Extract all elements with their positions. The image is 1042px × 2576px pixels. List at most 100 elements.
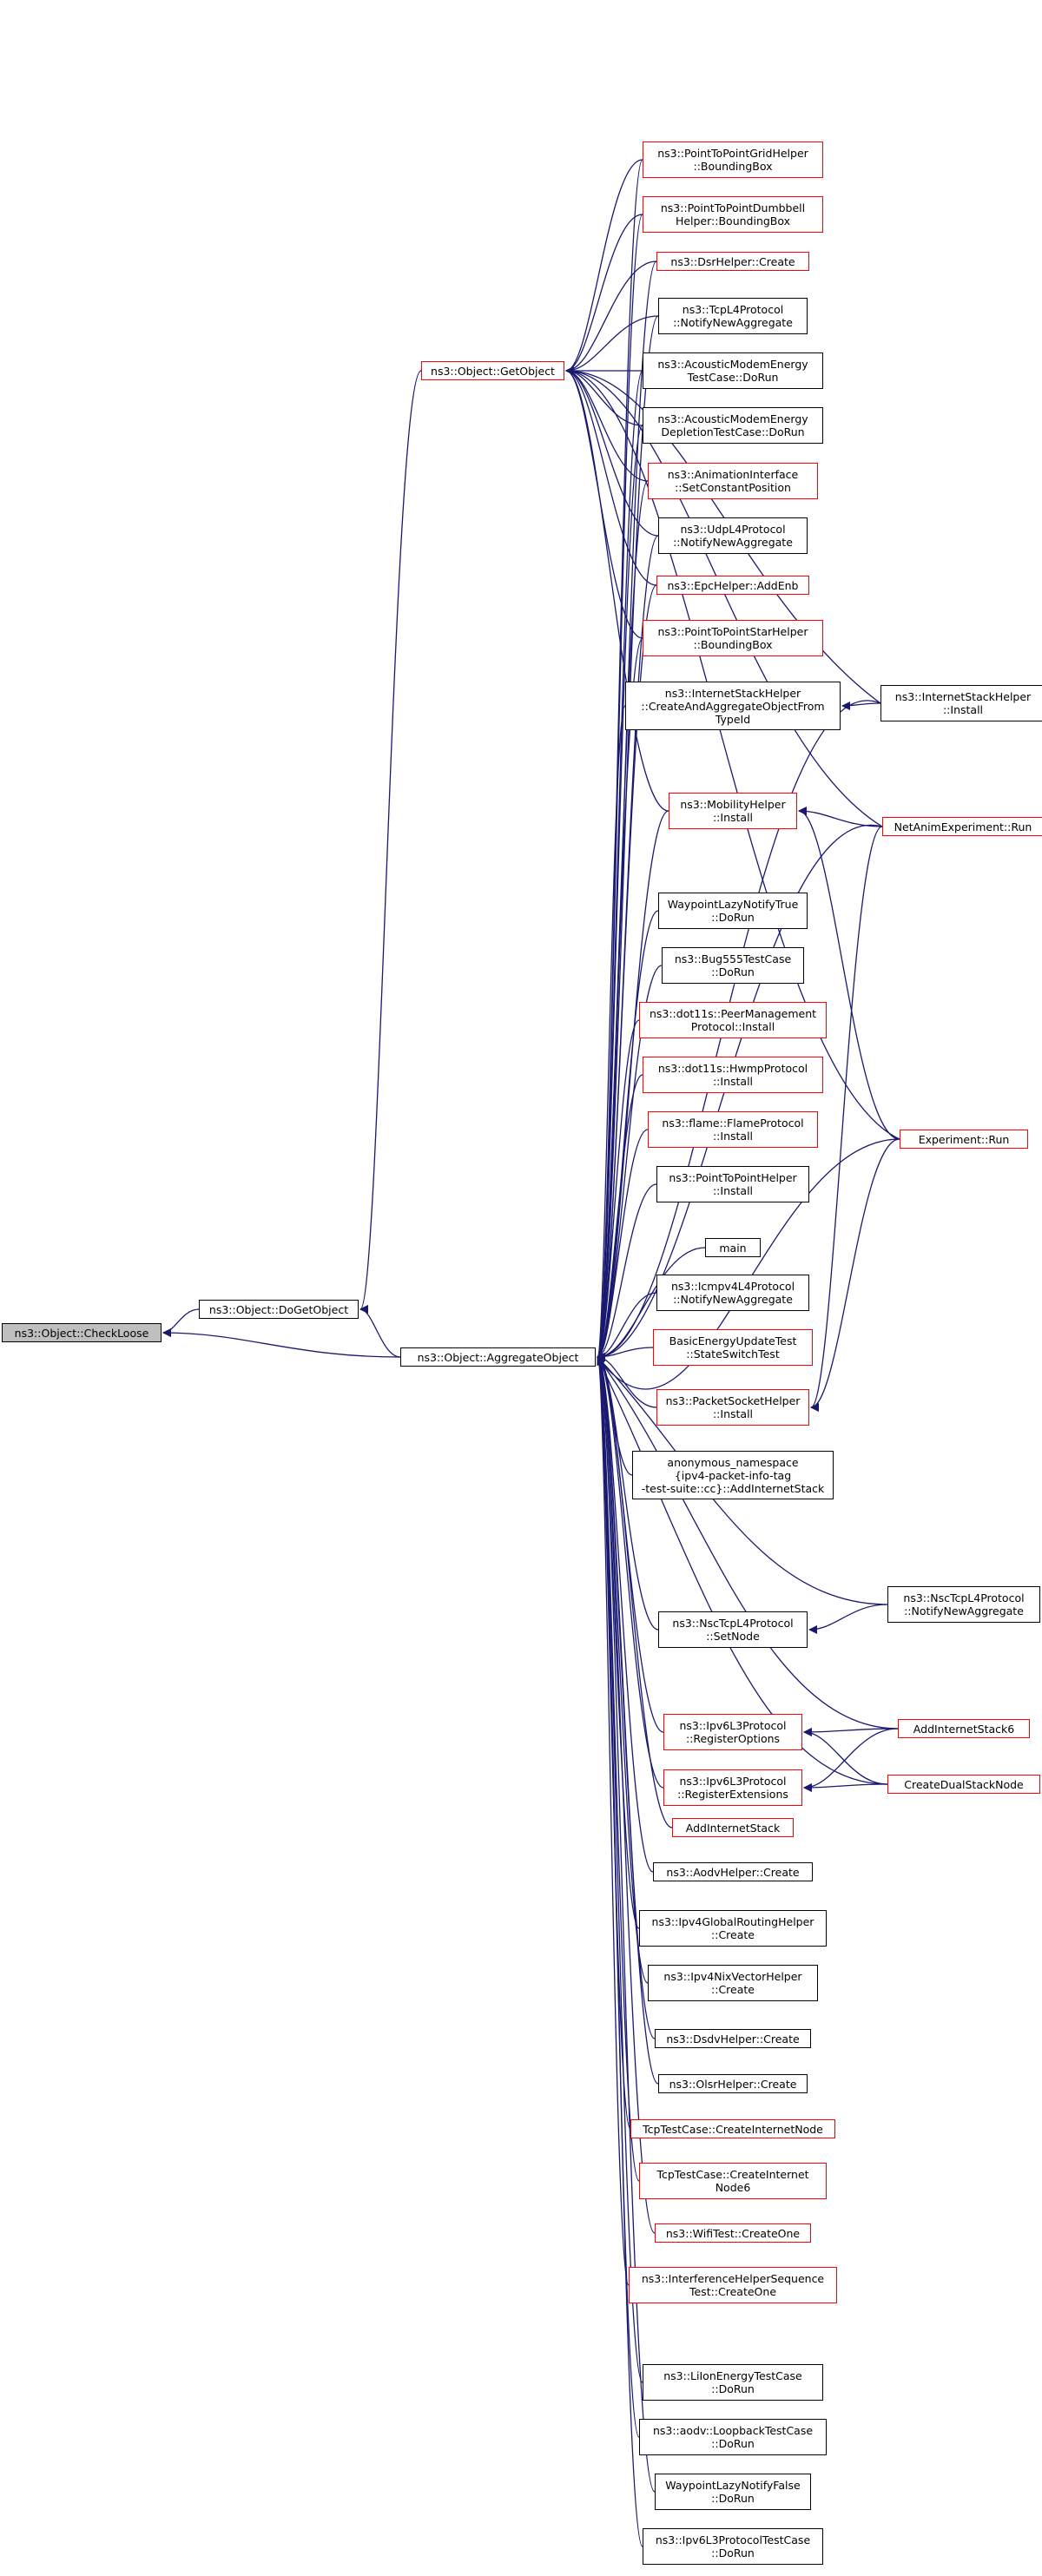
node-label-line: ns3::dot11s::PeerManagement (649, 1007, 817, 1020)
node-label-line: ::DoRun (711, 2382, 755, 2395)
edge-addinet6-to-ipv6options (803, 1727, 899, 1736)
node-addinetstack[interactable]: AddInternetStack (672, 1818, 794, 1837)
node-label-line: TestCase::DoRun (687, 371, 779, 384)
node-label-line: ns3::AcousticModemEnergy (657, 358, 808, 371)
node-hwmp[interactable]: ns3::dot11s::HwmpProtocol::Install (643, 1057, 823, 1093)
node-aodvhelper[interactable]: ns3::AodvHelper::Create (653, 1862, 813, 1881)
node-netanim[interactable]: NetAnimExperiment::Run (882, 817, 1042, 836)
node-label-line: AddInternetStack (685, 1821, 781, 1835)
node-label-line: NetAnimExperiment::Run (894, 820, 1032, 833)
node-label-line: ::NotifyNewAggregate (673, 536, 793, 549)
node-waypointtrue[interactable]: WaypointLazyNotifyTrue::DoRun (658, 893, 808, 929)
node-label-line: ns3::PointToPointHelper (669, 1171, 797, 1184)
edge-nsctcpnotify-to-aggregateobject (597, 1356, 888, 1605)
node-label-line: {ipv4-packet-info-tag (674, 1468, 792, 1482)
node-icmpv4[interactable]: ns3::Icmpv4L4Protocol::NotifyNewAggregat… (656, 1275, 809, 1311)
node-wifitest[interactable]: ns3::WifiTest::CreateOne (655, 2224, 811, 2243)
node-inetcreateagg[interactable]: ns3::InternetStackHelper::CreateAndAggre… (625, 682, 841, 730)
node-anonymous[interactable]: anonymous_namespace{ipv4-packet-info-tag… (632, 1451, 834, 1499)
node-label-line: ::StateSwitchTest (686, 1347, 780, 1360)
node-udpl4[interactable]: ns3::UdpL4Protocol::NotifyNewAggregate (658, 517, 808, 554)
node-label-line: Test::CreateOne (689, 2285, 777, 2298)
node-addinet6[interactable]: AddInternetStack6 (898, 1719, 1030, 1738)
node-label-line: ns3::Ipv6L3Protocol (679, 1719, 787, 1732)
node-packetsocket[interactable]: ns3::PacketSocketHelper::Install (656, 1389, 809, 1426)
edge-flame-to-aggregateobject (597, 1129, 649, 1361)
node-label-line: ::DoRun (711, 2437, 755, 2450)
node-label-line: ns3::Object::CheckLoose (14, 1326, 149, 1340)
node-olsr[interactable]: ns3::OlsrHelper::Create (658, 2074, 808, 2093)
node-nsctcpnotify[interactable]: ns3::NscTcpL4Protocol::NotifyNewAggregat… (887, 1586, 1040, 1623)
node-p2pgrid[interactable]: ns3::PointToPointGridHelper::BoundingBox (643, 142, 823, 178)
edge-dualstack-to-aggregateobject (597, 1356, 888, 1785)
edge-dualstack-to-ipv6ext (803, 1782, 888, 1792)
node-label-line: ns3::Icmpv4L4Protocol (670, 1280, 795, 1293)
node-label-line: TcpTestCase::CreateInternet (656, 2168, 809, 2181)
node-label-line: ns3::EpcHelper::AddEnb (667, 578, 799, 592)
node-label-line: ns3::AodvHelper::Create (666, 1865, 800, 1879)
node-mobility[interactable]: ns3::MobilityHelper::Install (669, 793, 797, 829)
node-main[interactable]: main (705, 1238, 761, 1257)
edge-hwmp-to-aggregateobject (597, 1074, 643, 1361)
node-label-line: ns3::Object::DoGetObject (208, 1302, 349, 1316)
node-label-line: ::Install (712, 1130, 754, 1143)
node-label-line: ns3::InterferenceHelperSequence (641, 2272, 825, 2285)
edge-acousticdepletion-to-aggregateobject (597, 425, 643, 1361)
node-dsrhelper[interactable]: ns3::DsrHelper::Create (656, 252, 809, 271)
node-label-line: ns3::aodv::LoopbackTestCase (652, 2424, 814, 2437)
node-nsctcpsetnode[interactable]: ns3::NscTcpL4Protocol::SetNode (658, 1611, 808, 1648)
node-basicenergy[interactable]: BasicEnergyUpdateTest::StateSwitchTest (653, 1329, 813, 1366)
node-label-line: ns3::PointToPointGridHelper (657, 147, 808, 160)
node-dsdv[interactable]: ns3::DsdvHelper::Create (655, 2029, 811, 2048)
node-dogetobject[interactable]: ns3::Object::DoGetObject (199, 1300, 359, 1319)
node-label-line: ::Install (942, 703, 984, 716)
node-bug555[interactable]: ns3::Bug555TestCase::DoRun (662, 947, 804, 984)
node-ipv4nix[interactable]: ns3::Ipv4NixVectorHelper::Create (648, 1965, 818, 2001)
node-ipv6options[interactable]: ns3::Ipv6L3Protocol::RegisterOptions (663, 1714, 802, 1750)
node-label-line: ::Create (711, 1983, 755, 1996)
node-tcpl4[interactable]: ns3::TcpL4Protocol::NotifyNewAggregate (658, 298, 808, 334)
edge-p2pstar-to-aggregateobject (597, 637, 643, 1361)
edge-epchelper-to-getobject (565, 366, 657, 586)
edge-tcpl4-to-getobject (565, 315, 659, 375)
node-p2pstar[interactable]: ns3::PointToPointStarHelper::BoundingBox (643, 620, 823, 656)
node-flame[interactable]: ns3::flame::FlameProtocol::Install (648, 1111, 818, 1148)
node-dualstack[interactable]: CreateDualStackNode (887, 1775, 1040, 1794)
node-label-line: ::Install (712, 1075, 754, 1088)
node-label-line: ns3::Bug555TestCase (674, 952, 792, 965)
node-experiment[interactable]: Experiment::Run (900, 1130, 1028, 1149)
node-label-line: main (719, 1241, 747, 1255)
node-label-line: ns3::DsdvHelper::Create (666, 2032, 800, 2046)
node-p2phelper[interactable]: ns3::PointToPointHelper::Install (656, 1166, 809, 1202)
node-inetinstall[interactable]: ns3::InternetStackHelper::Install (880, 685, 1042, 721)
node-ipv4global[interactable]: ns3::Ipv4GlobalRoutingHelper::Create (639, 1910, 827, 1947)
edge-udpl4-to-getobject (565, 366, 659, 537)
node-animiface[interactable]: ns3::AnimationInterface::SetConstantPosi… (648, 463, 818, 499)
node-epchelper[interactable]: ns3::EpcHelper::AddEnb (656, 576, 809, 595)
node-loopback[interactable]: ns3::aodv::LoopbackTestCase::DoRun (639, 2419, 827, 2455)
node-ipv6l3test[interactable]: ns3::Ipv6L3ProtocolTestCase::DoRun (643, 2528, 823, 2565)
node-aggregateobject[interactable]: ns3::Object::AggregateObject (400, 1347, 596, 1367)
node-liion[interactable]: ns3::LiIonEnergyTestCase::DoRun (643, 2364, 823, 2401)
node-tcpcreatenode[interactable]: TcpTestCase::CreateInternetNode (630, 2119, 835, 2138)
node-label-line: ns3::PointToPointStarHelper (657, 625, 808, 638)
node-label-line: ::NotifyNewAggregate (904, 1604, 1024, 1617)
edge-p2pgrid-to-aggregateobject (597, 159, 643, 1361)
edge-addinet6-to-aggregateobject (597, 1356, 899, 1729)
node-label-line: ns3::Object::AggregateObject (417, 1350, 579, 1364)
edge-nsctcpnotify-to-nsctcpsetnode (808, 1604, 888, 1634)
node-label-line: ns3::AnimationInterface (667, 468, 799, 481)
node-waypointfalse[interactable]: WaypointLazyNotifyFalse::DoRun (655, 2474, 811, 2510)
node-getobject[interactable]: ns3::Object::GetObject (421, 361, 564, 380)
node-ipv6ext[interactable]: ns3::Ipv6L3Protocol::RegisterExtensions (663, 1769, 802, 1806)
node-label-line: ::DoRun (711, 911, 755, 924)
edge-inetinstall-to-inetcreateagg (841, 701, 881, 710)
edge-p2pgrid-to-getobject (565, 159, 643, 375)
